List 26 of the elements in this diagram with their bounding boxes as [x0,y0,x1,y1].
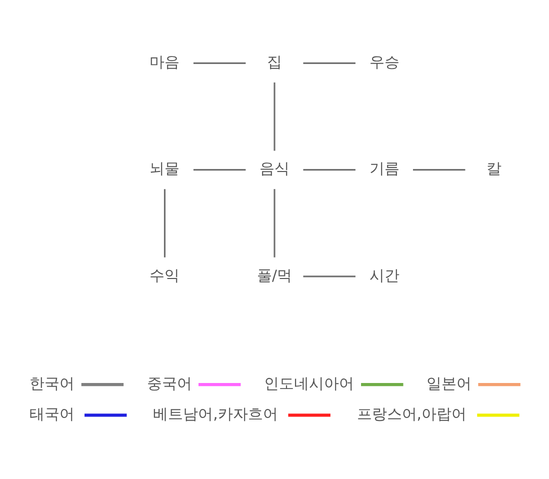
connector [164,188,166,257]
legend-label: 베트남어,카자흐어 [153,406,278,423]
node-text: 우승 [369,54,400,71]
legend-label: 태국어 [30,406,75,423]
connector [303,168,356,170]
node-text: 음식 [260,160,290,178]
connector [274,82,276,150]
node-text: 시간 [369,266,400,284]
legend-label: 프랑스어,아랍어 [356,406,467,423]
connector [303,62,356,64]
node-text: 뇌물 [150,160,180,178]
legend-label: 한국어 [30,374,75,392]
connector [193,62,246,64]
legend-label: 일본어 [426,374,472,392]
node-text: 마음 [150,54,180,71]
legend-label: 중국어 [146,374,192,392]
node-text: 기름 [369,160,400,178]
legend-label: 인도네시아어 [264,374,354,392]
node-text: 집 [267,54,282,71]
node-text: 풀/먹 [257,266,292,284]
connector [193,168,246,170]
connector [413,168,466,170]
connector [303,275,356,277]
node-text: 수익 [150,266,180,284]
node-text: 칼 [486,160,502,178]
connector [274,188,276,257]
